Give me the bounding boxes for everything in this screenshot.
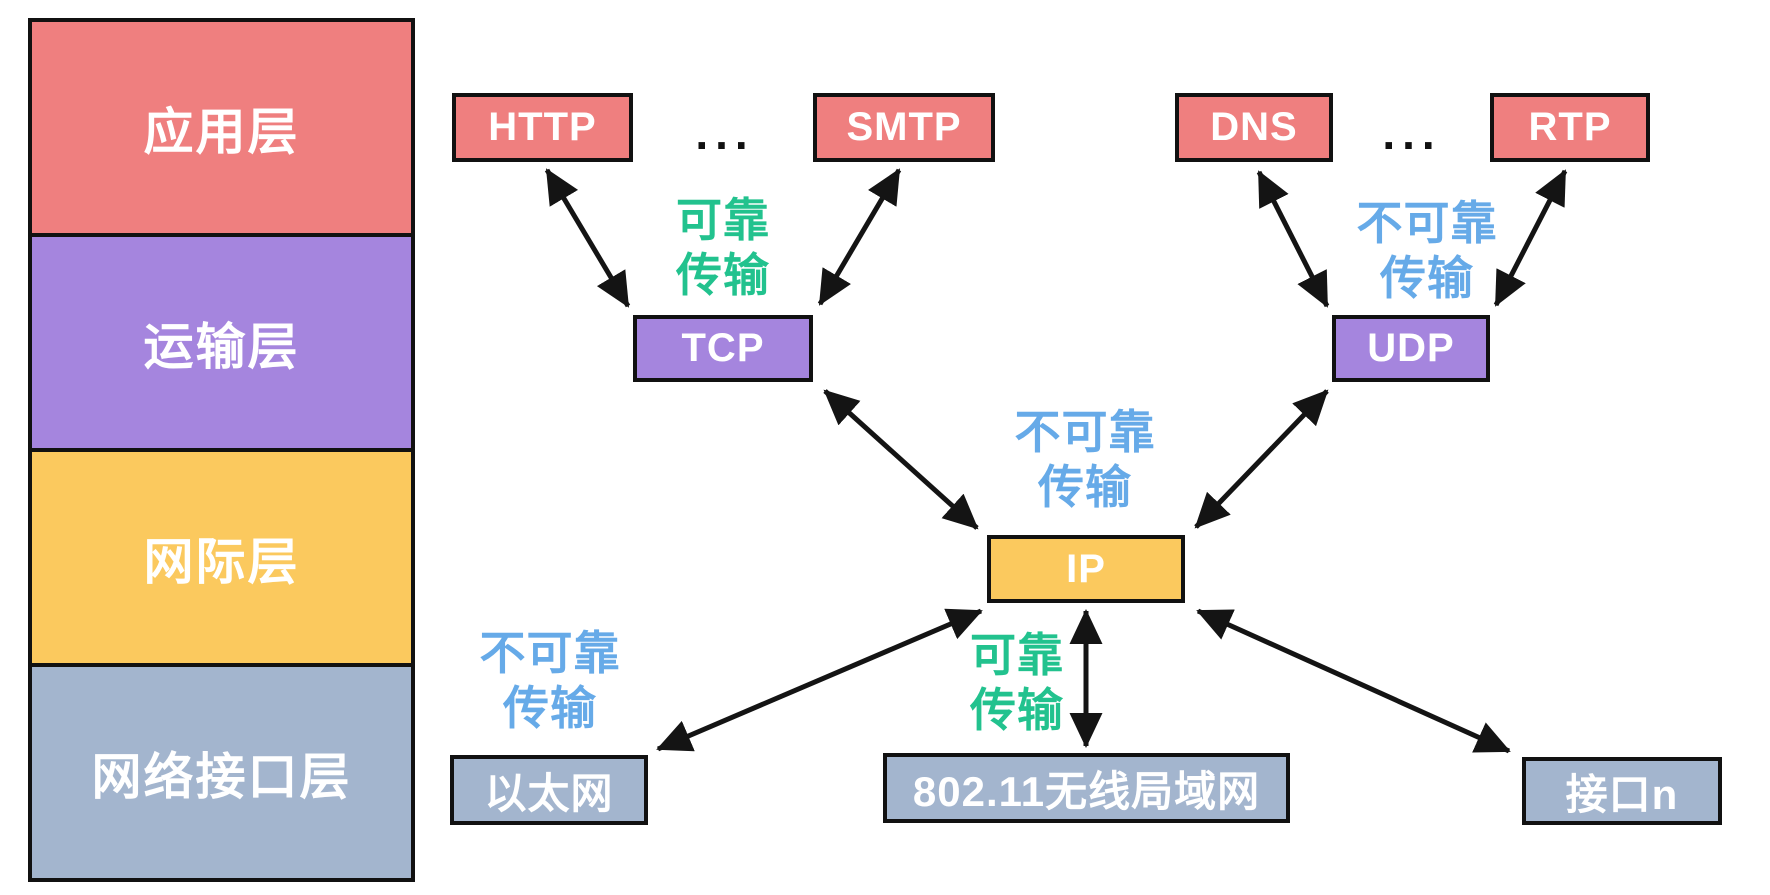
protocol-box-ip: IP	[987, 535, 1185, 603]
protocol-dns-label: DNS	[1210, 105, 1298, 149]
protocol-box-interface-n: 接口n	[1522, 757, 1722, 825]
layer-internet-label: 网际层	[143, 533, 300, 590]
note-unreliable-udp-line1: 不可靠	[1356, 197, 1498, 249]
note-unreliable-ethernet: 不可靠 传输	[440, 626, 660, 736]
note-reliable-tcp-line1: 可靠	[676, 194, 770, 246]
protocol-udp-label: UDP	[1367, 326, 1455, 370]
protocol-box-udp: UDP	[1332, 315, 1490, 382]
note-reliable-wlan-line2: 传输	[970, 684, 1064, 736]
layer-network-interface-label: 网络接口层	[91, 748, 352, 805]
protocol-wlan-label: 802.11无线局域网	[912, 767, 1261, 815]
note-reliable-tcp: 可靠 传输	[613, 193, 833, 303]
protocol-box-dns: DNS	[1175, 93, 1333, 162]
layer-application-label: 应用层	[143, 103, 300, 160]
layer-internet: 网际层	[32, 452, 411, 663]
protocol-smtp-label: SMTP	[846, 105, 962, 149]
arrow-tcp-ip	[823, 389, 979, 530]
protocol-box-rtp: RTP	[1490, 93, 1650, 162]
note-unreliable-ethernet-line1: 不可靠	[479, 627, 621, 679]
note-unreliable-udp-line2: 传输	[1380, 252, 1474, 304]
protocol-tcp-label: TCP	[681, 326, 765, 370]
note-unreliable-ethernet-line2: 传输	[503, 682, 597, 734]
protocol-rtp-label: RTP	[1528, 105, 1612, 149]
protocol-box-ethernet: 以太网	[450, 755, 648, 825]
protocol-box-tcp: TCP	[633, 315, 813, 382]
arrow-udp-ip	[1194, 389, 1329, 529]
note-unreliable-ip: 不可靠 传输	[975, 405, 1195, 515]
layer-stack: 应用层 运输层 网际层 网络接口层	[28, 18, 415, 882]
layer-transport-label: 运输层	[143, 318, 300, 375]
ellipsis-app-left: ...	[695, 107, 755, 159]
arrow-ip-interface-n	[1196, 608, 1511, 754]
layer-transport: 运输层	[32, 237, 411, 448]
note-unreliable-ip-line2: 传输	[1038, 461, 1132, 513]
protocol-http-label: HTTP	[488, 105, 597, 149]
protocol-box-http: HTTP	[452, 93, 633, 162]
ellipsis-app-right: ...	[1382, 107, 1442, 159]
protocol-ethernet-label: 以太网	[484, 769, 614, 817]
note-reliable-wlan-line1: 可靠	[970, 629, 1064, 681]
protocol-ip-label: IP	[1066, 546, 1106, 591]
layer-application: 应用层	[32, 22, 411, 233]
layer-network-interface: 网络接口层	[32, 667, 411, 878]
protocol-box-wlan: 802.11无线局域网	[883, 753, 1290, 823]
note-reliable-wlan: 可靠 传输	[907, 628, 1127, 738]
note-unreliable-udp: 不可靠 传输	[1317, 196, 1537, 306]
note-reliable-tcp-line2: 传输	[676, 249, 770, 301]
note-unreliable-ip-line1: 不可靠	[1014, 406, 1156, 458]
protocol-box-smtp: SMTP	[813, 93, 995, 162]
protocol-interface-n-label: 接口n	[1565, 770, 1679, 818]
